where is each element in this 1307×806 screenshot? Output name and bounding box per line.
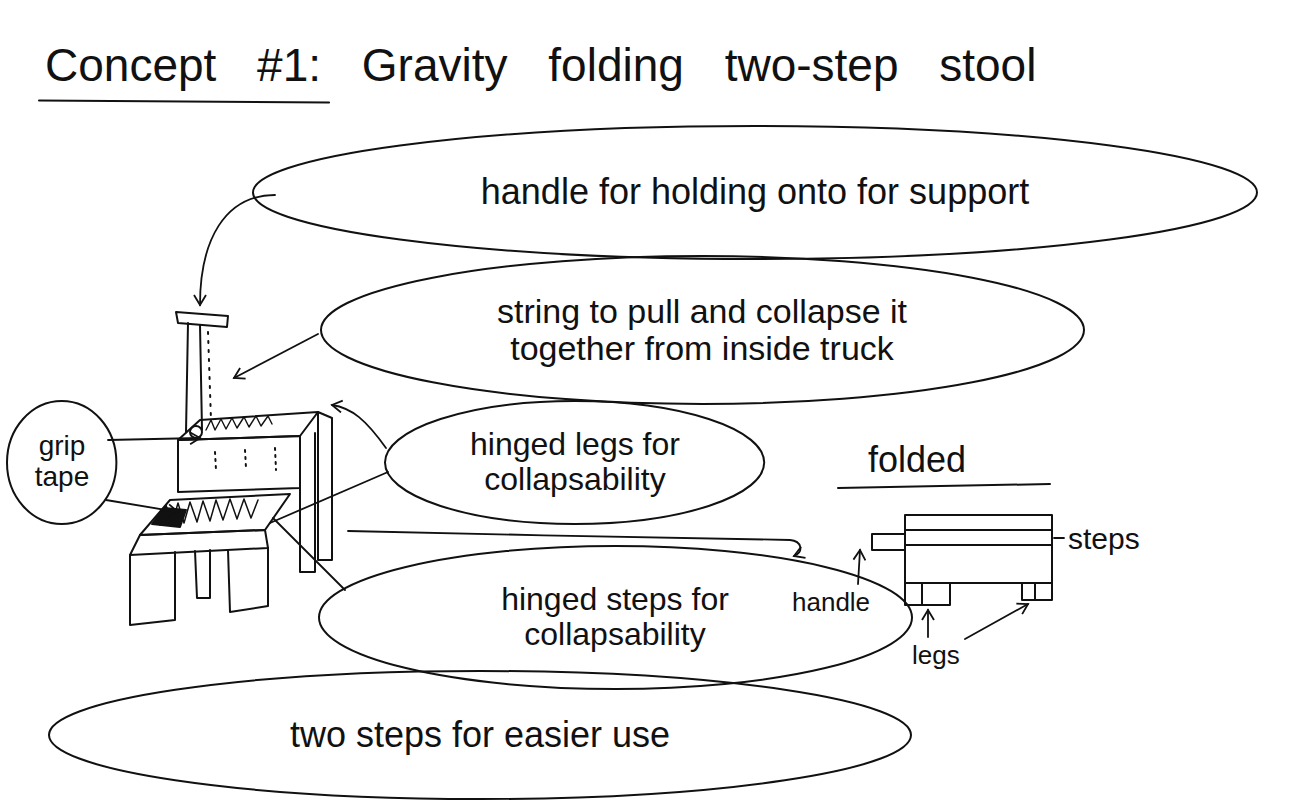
callout-ellipse: hinged legs for collapsability: [384, 400, 765, 525]
leader-line: [965, 604, 1028, 639]
grip-tape-hatch: [206, 416, 272, 430]
leader-line: [234, 334, 318, 378]
front-leg: [195, 550, 210, 598]
leader-line: [106, 500, 178, 512]
handle-post: [200, 325, 202, 430]
callout-text: hinged steps for collapsability: [475, 582, 755, 652]
folded-steps: [905, 530, 1052, 545]
callout-text: hinged legs for collapsability: [445, 427, 705, 497]
folded-leg: [905, 583, 950, 605]
leader-line: [332, 405, 386, 448]
label-underline: [838, 484, 1050, 488]
part-label: folded: [868, 440, 966, 480]
front-leg: [130, 552, 175, 625]
ellipse-outline: [385, 401, 764, 524]
pull-string: [208, 332, 211, 420]
leader-line: [108, 438, 200, 440]
bottom-step-front: [130, 530, 268, 555]
folded-steps: [905, 515, 1052, 583]
part-label: legs: [912, 641, 960, 670]
title: Concept #1: Gravity folding two-step sto…: [45, 40, 1036, 91]
leader-line: [200, 195, 275, 305]
callout-ellipse: hinged steps for collapsability: [318, 545, 913, 690]
leader-lines: [106, 195, 1064, 639]
callout-text: handle for holding onto for support: [405, 172, 1105, 212]
ellipse-outline: [321, 256, 1084, 404]
rear-leg: [318, 412, 332, 560]
ellipse-outline: [49, 671, 911, 799]
ellipse-outline: [319, 546, 912, 689]
rear-leg: [300, 433, 315, 572]
leader-line: [1054, 537, 1064, 539]
top-step-front: [178, 436, 300, 492]
callout-ellipse: handle for holding onto for support: [252, 125, 1258, 260]
callout-text: string to pull and collapse it together …: [442, 293, 962, 368]
callout-ellipse: two steps for easier use: [48, 670, 912, 800]
title-underline: [39, 101, 329, 103]
callout-text: grip tape: [27, 431, 97, 493]
callout-ellipse: string to pull and collapse it together …: [320, 255, 1085, 405]
ellipse-outline: [253, 126, 1257, 259]
folded-handle: [872, 534, 905, 550]
leader-line: [270, 472, 388, 523]
leader-line: [927, 610, 929, 637]
callout-ellipse: grip tape: [6, 400, 117, 525]
part-label: handle: [792, 588, 870, 617]
handle-post: [186, 323, 188, 432]
part-label: steps: [1068, 522, 1140, 555]
ellipse-outline: [7, 401, 116, 524]
hinge-marks: [215, 448, 276, 470]
folded-leg: [1022, 583, 1052, 600]
callout-text: two steps for easier use: [180, 715, 780, 755]
front-leg: [228, 548, 268, 612]
leader-line: [858, 550, 860, 584]
leader-line: [273, 518, 345, 590]
bottom-step: [140, 494, 290, 535]
handle-bar: [176, 312, 228, 327]
